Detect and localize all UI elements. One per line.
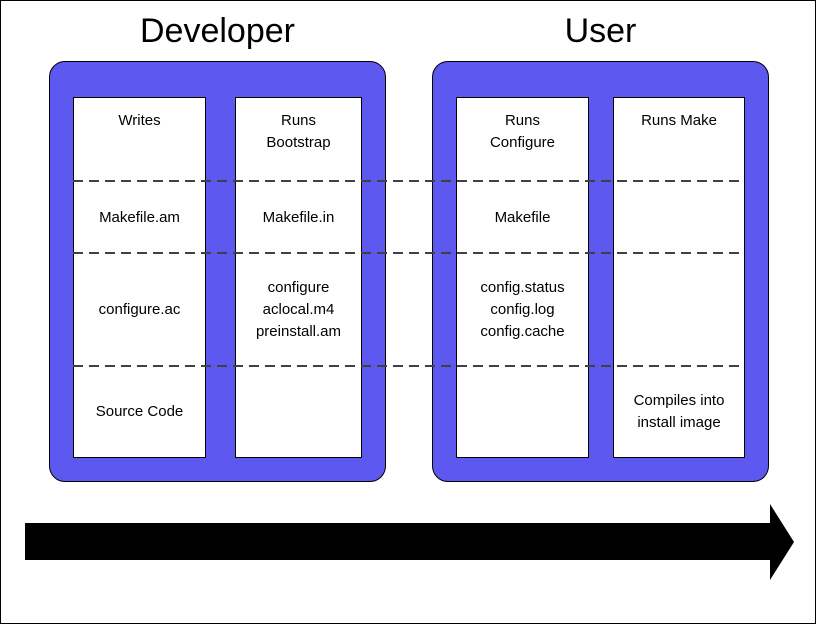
flow-arrow-shape — [25, 504, 794, 580]
user-configure-column: Runs Configure Makefile config.status co… — [456, 97, 589, 458]
diagram-cell: Runs Configure — [489, 112, 556, 151]
developer-bootstrap-column: Runs Bootstrap Makefile.in configure acl… — [235, 97, 362, 458]
diagram-cell — [614, 182, 744, 254]
diagram-cell — [236, 366, 361, 457]
diagram-cell: Runs Bootstrap — [266, 112, 331, 151]
diagram-cell: configure.ac — [98, 301, 181, 318]
row-divider-dashed-line — [73, 180, 745, 182]
diagram-cell: configure aclocal.m4 preinstall.am — [255, 279, 342, 340]
diagram-cell — [457, 366, 588, 457]
diagram-cell: Makefile.am — [99, 209, 180, 226]
diagram-cell: Compiles into install image — [633, 391, 725, 431]
row-divider-dashed-line — [73, 252, 745, 254]
developer-writes-column: Writes Makefile.am configure.ac Source C… — [73, 97, 206, 458]
row-divider-dashed-line — [73, 365, 745, 367]
diagram-cell: Makefile — [494, 209, 551, 226]
diagram-cell: Source Code — [95, 402, 184, 420]
user-title: User — [564, 12, 637, 50]
diagram-cell: config.status config.log config.cache — [480, 279, 565, 340]
diagram-cell: Makefile.in — [262, 209, 335, 226]
developer-title: Developer — [140, 12, 295, 50]
diagram-cell: Writes — [118, 112, 161, 129]
diagram-cell — [614, 254, 744, 366]
diagram-cell: Runs Make — [641, 112, 717, 129]
user-make-column: Runs Make Compiles into install image — [613, 97, 745, 458]
